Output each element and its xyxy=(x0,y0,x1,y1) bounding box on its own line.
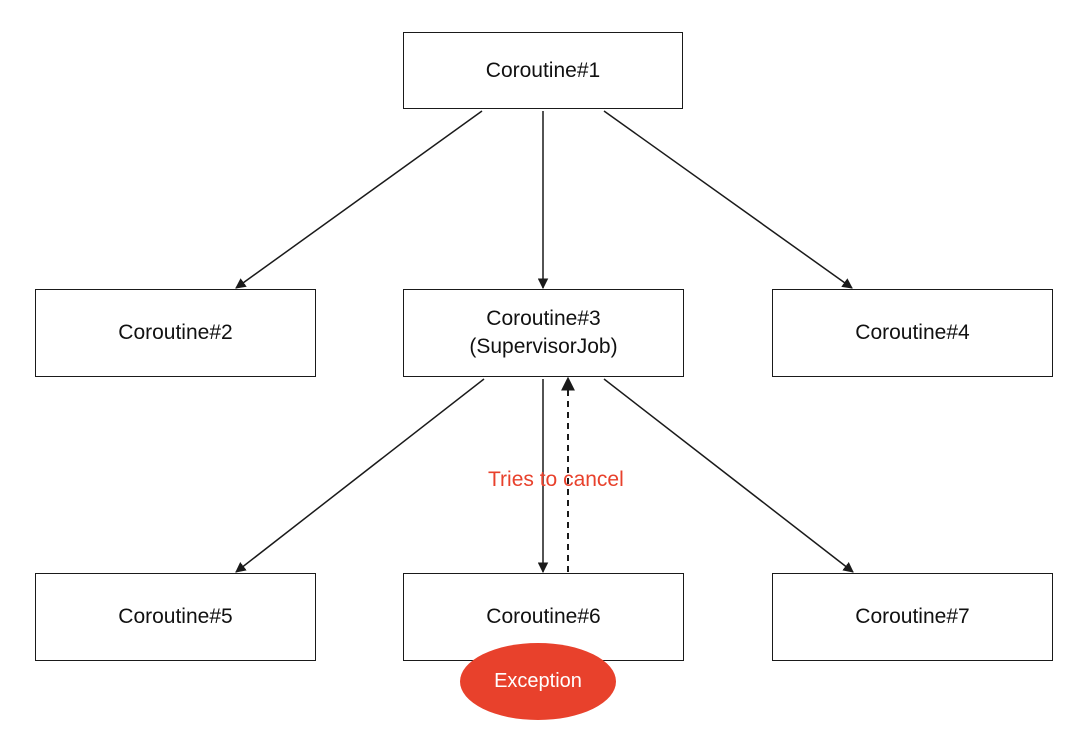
coroutine-6-label: Coroutine#6 xyxy=(486,605,601,628)
coroutine-1-node: Coroutine#1 xyxy=(403,32,683,109)
edge-coroutine-3-to-coroutine-7 xyxy=(603,378,854,573)
coroutine-3-label: Coroutine#3 xyxy=(486,307,601,330)
coroutine-4-node: Coroutine#4 xyxy=(772,289,1053,377)
coroutine-7-label: Coroutine#7 xyxy=(855,605,970,628)
coroutine-5-node: Coroutine#5 xyxy=(35,573,316,661)
tries-to-cancel-annotation: Tries to cancel xyxy=(488,468,624,491)
coroutine-2-label: Coroutine#2 xyxy=(118,321,233,344)
exception-label: Exception xyxy=(494,670,582,692)
edge-root-to-coroutine-4 xyxy=(603,110,853,289)
coroutine-2-node: Coroutine#2 xyxy=(35,289,316,377)
coroutine-7-node: Coroutine#7 xyxy=(772,573,1053,661)
supervisor-job-label: (SupervisorJob) xyxy=(469,335,618,358)
exception-badge: Exception xyxy=(460,643,616,720)
coroutine-5-label: Coroutine#5 xyxy=(118,605,233,628)
coroutine-4-label: Coroutine#4 xyxy=(855,321,970,344)
coroutine-3-supervisor-node: Coroutine#3 (SupervisorJob) xyxy=(403,289,684,377)
coroutine-1-label: Coroutine#1 xyxy=(485,58,601,82)
edge-coroutine-3-to-coroutine-5 xyxy=(235,378,485,573)
edge-root-to-coroutine-2 xyxy=(235,110,483,289)
